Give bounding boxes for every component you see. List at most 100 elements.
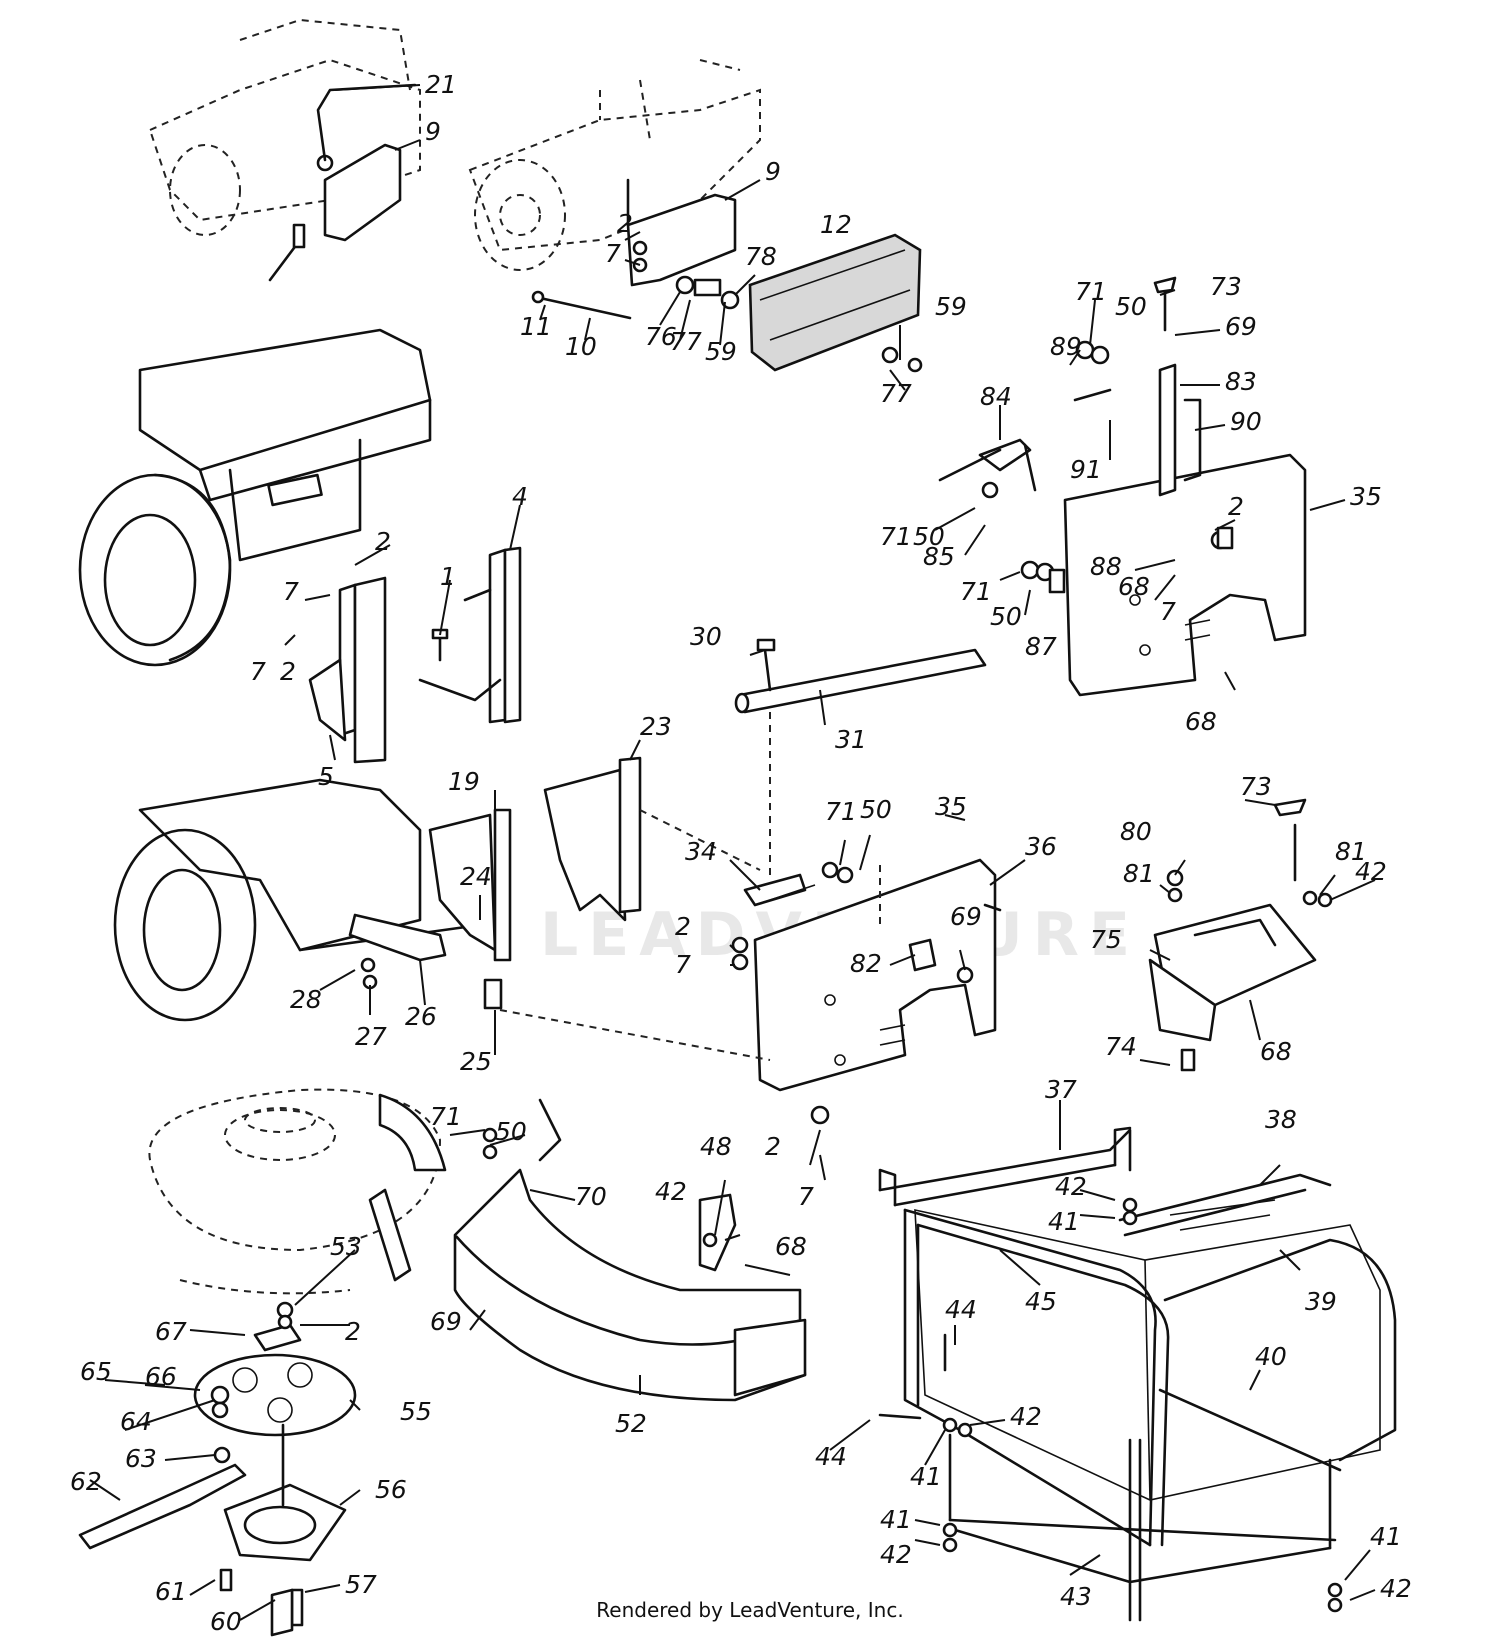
callout-4: 4 [512,482,528,511]
callout-74: 74 [1105,1032,1137,1061]
callout-34: 34 [685,837,717,866]
bag-frame-43 [948,1433,1337,1622]
hitch-plate-35-lower [731,858,1002,1125]
callout-42: 42 [1355,857,1387,886]
callout-81: 81 [1123,859,1155,888]
callout-45: 45 [1025,1287,1057,1316]
callout-73: 73 [1210,272,1242,301]
callout-83: 83 [1225,367,1257,396]
callout-7: 7 [798,1182,814,1211]
callout-7: 7 [675,950,691,979]
callout-7: 7 [283,577,299,606]
callout-75: 75 [1090,925,1122,954]
rod-31 [734,638,987,714]
callout-84: 84 [980,382,1012,411]
callout-67: 67 [155,1317,187,1346]
hitch-plate-35-upper [1063,276,1307,697]
callout-41: 41 [910,1462,942,1491]
callout-50: 50 [1115,292,1147,321]
bracket-5 [308,576,387,764]
callout-2: 2 [675,912,691,941]
leader-lines [89,84,1376,1621]
callout-2: 2 [280,657,296,686]
callout-60: 60 [210,1607,242,1636]
callout-57: 57 [345,1570,377,1599]
callout-35: 35 [935,792,967,821]
tractor-rear-lower [113,778,482,1022]
assembly-dashed-lines [499,712,881,1061]
callout-71: 71 [880,522,912,551]
callout-23: 23 [640,712,672,741]
callout-25: 25 [460,1047,492,1076]
callout-labels: 21 9 9 2 7 78 12 11 10 76 77 59 59 77 73… [70,70,1412,1636]
blade-62 [78,1463,247,1550]
callout-56: 56 [375,1475,407,1504]
callout-62: 62 [70,1467,102,1496]
spindle-56 [219,1423,347,1637]
callout-2: 2 [345,1317,361,1346]
callout-11: 11 [520,312,552,341]
callout-63: 63 [125,1444,157,1473]
callout-42: 42 [1010,1402,1042,1431]
callout-7: 7 [250,657,266,686]
callout-38: 38 [1265,1105,1297,1134]
callout-70: 70 [575,1182,607,1211]
callout-2: 2 [1228,492,1244,521]
callout-50: 50 [990,602,1022,631]
callout-2: 2 [765,1132,781,1161]
callout-68: 68 [775,1232,807,1261]
callout-85: 85 [923,542,955,571]
callout-71: 71 [825,797,857,826]
callout-44: 44 [945,1295,977,1324]
callout-12: 12 [820,210,852,239]
callout-26: 26 [405,1002,437,1031]
callout-36: 36 [1025,832,1057,861]
callout-80: 80 [1120,817,1152,846]
callout-1: 1 [440,562,456,591]
callout-9: 9 [765,157,781,186]
grass-bag-39 [914,1199,1381,1501]
callout-31: 31 [835,725,867,754]
callout-37: 37 [1045,1075,1077,1104]
callout-50: 50 [495,1117,527,1146]
callout-42: 42 [1055,1172,1087,1201]
bag-frame-37 [878,1126,1132,1207]
callout-59: 59 [705,337,737,366]
callout-61: 61 [155,1577,187,1606]
callout-2: 2 [617,209,633,238]
callout-50: 50 [860,795,892,824]
callout-71: 71 [1075,277,1107,306]
callout-53: 53 [330,1232,362,1261]
latch-84-85 [938,438,1066,594]
callout-24: 24 [460,862,492,891]
callout-43: 43 [1060,1582,1092,1611]
callout-82: 82 [850,949,882,978]
callout-77: 77 [670,327,702,356]
callout-35: 35 [1350,482,1382,511]
callout-41: 41 [1048,1207,1080,1236]
callout-27: 27 [355,1022,387,1051]
callout-69: 69 [1225,312,1257,341]
callout-42: 42 [1380,1574,1412,1603]
latch-75 [1148,798,1333,1072]
callout-19: 19 [448,767,480,796]
callout-7: 7 [605,239,621,268]
callout-78: 78 [745,242,777,271]
footer-credit: Rendered by LeadVenture, Inc. [596,1598,904,1622]
tractor-rear-upper [78,328,432,667]
callout-89: 89 [1050,332,1082,361]
callout-91: 91 [1070,455,1102,484]
callout-68: 68 [1260,1037,1292,1066]
callout-68: 68 [1185,707,1217,736]
callout-68: 68 [1118,572,1150,601]
callout-10: 10 [565,332,597,361]
bracket-4 [418,546,522,724]
callout-64: 64 [120,1407,152,1436]
drawbar-26 [348,913,447,990]
callout-81: 81 [1335,837,1367,866]
spacers-76-77-59 [675,275,740,310]
weight-bracket-9b [626,178,737,287]
callout-87: 87 [1025,632,1057,661]
